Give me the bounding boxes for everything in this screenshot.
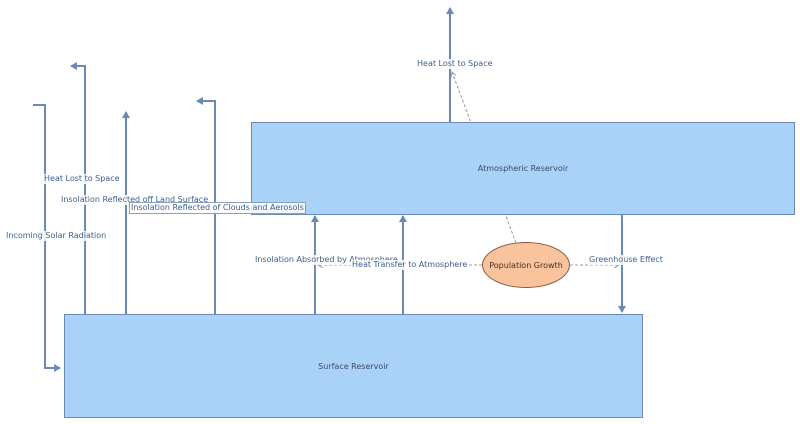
label-reflected-clouds: Insolation Reflected of Clouds and Aeros… (129, 202, 306, 214)
label-heat-lost-top: Heat Lost to Space (416, 59, 494, 69)
surface-reservoir[interactable]: Surface Reservoir (64, 314, 643, 418)
atmospheric-reservoir-label: Atmospheric Reservoir (477, 164, 569, 173)
label-reflected-land: Insolation Reflected off Land Surface (60, 195, 210, 205)
population-growth-node[interactable]: Population Growth (482, 242, 570, 288)
label-greenhouse: Greenhouse Effect (588, 255, 664, 265)
label-heat-transfer: Heat Transfer to Atmosphere (351, 260, 469, 270)
label-heat-lost-left: Heat Lost to Space (43, 174, 121, 184)
label-incoming-solar: Incoming Solar Radiation (5, 231, 108, 241)
arrow-reflected-clouds (196, 97, 216, 314)
surface-reservoir-label: Surface Reservoir (318, 361, 389, 371)
atmospheric-reservoir[interactable]: Atmospheric Reservoir (251, 122, 795, 215)
arrow-heat-lost-left (70, 62, 86, 314)
population-growth-label: Population Growth (489, 260, 563, 270)
label-absorbed-atmosphere: Insolation Absorbed by Atmosphere (254, 255, 399, 265)
